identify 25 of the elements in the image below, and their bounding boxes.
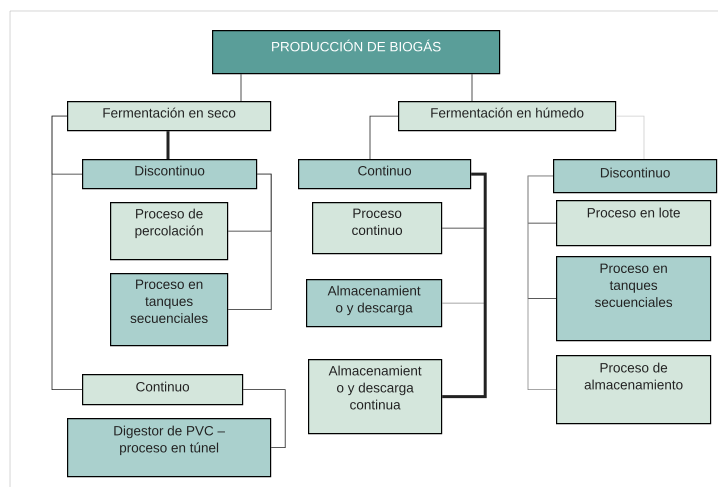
connector-line (370, 116, 398, 160)
process-box: Proceso de percolación (110, 202, 228, 260)
process-box: Digestor de PVC – proceso en túnel (67, 418, 272, 478)
process-box: Proceso continuo (312, 202, 442, 254)
process-box: Proceso de almacenamiento (556, 354, 712, 424)
connector-line (442, 172, 487, 398)
connector-line (52, 116, 82, 390)
category-box: Fermentación en seco (67, 101, 272, 132)
connector-line (242, 389, 286, 448)
process-box: Almacenamient o y descarga continua (308, 359, 442, 434)
category-box: Fermentación en húmedo (398, 101, 616, 132)
category-box: Continuo (82, 374, 244, 406)
process-box: Proceso en tanques secuenciales (556, 256, 712, 342)
connector-line (616, 116, 644, 160)
process-box: Almacenamient o y descarga (306, 279, 442, 328)
connector-line (240, 74, 242, 102)
connector-line (528, 176, 556, 390)
title-box: PRODUCCIÓN DE BIOGÁS (212, 30, 500, 74)
category-box: Discontinuo (82, 159, 258, 190)
connector-line (228, 174, 272, 310)
category-box: Discontinuo (553, 159, 718, 194)
process-box: Proceso en lote (556, 200, 712, 246)
connector-line (166, 131, 170, 159)
process-box: Proceso en tanques secuenciales (110, 273, 228, 346)
category-box: Continuo (298, 159, 472, 190)
